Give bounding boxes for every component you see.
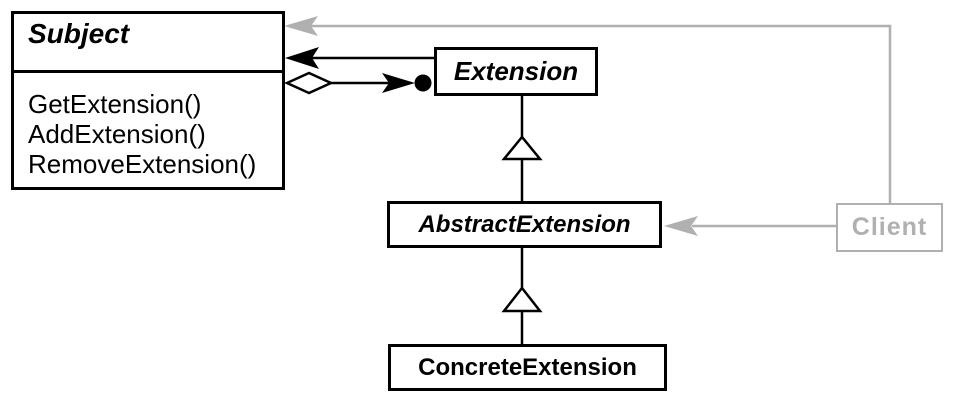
class-concrete-extension: ConcreteExtension <box>388 344 667 391</box>
class-concrete-extension-name: ConcreteExtension <box>418 353 637 381</box>
class-client-name: Client <box>851 213 928 241</box>
class-client: Client <box>836 203 943 252</box>
edge-concrete-extension-generalizes-abstract-extension <box>501 248 543 345</box>
class-subject-name: Subject <box>14 14 282 73</box>
class-subject: Subject GetExtension() AddExtension() Re… <box>11 11 285 190</box>
class-abstract-extension-name: AbstractExtension <box>418 210 631 238</box>
inheritance-triangle-lower <box>501 285 543 313</box>
inheritance-triangle-upper <box>501 135 543 161</box>
method-add-extension: AddExtension() <box>28 119 206 149</box>
aggregation-diamond <box>283 71 335 95</box>
edge-client-to-abstract-extension <box>664 216 838 236</box>
edge-abstract-extension-generalizes-extension <box>501 96 543 202</box>
black-arrowhead-subject <box>285 47 319 69</box>
class-extension: Extension <box>434 47 598 96</box>
edge-client-to-subject <box>284 16 892 203</box>
multiplicity-many-ball <box>414 74 432 92</box>
black-arrowhead-extension <box>382 73 415 93</box>
class-subject-methods: GetExtension() AddExtension() RemoveExte… <box>14 73 282 179</box>
method-remove-extension: RemoveExtension() <box>28 149 257 179</box>
class-extension-name: Extension <box>453 56 579 86</box>
class-abstract-extension: AbstractExtension <box>387 201 662 248</box>
gray-arrowhead-abstract-extension <box>664 216 698 236</box>
edge-subject-aggregates-extensions <box>283 71 432 95</box>
edge-extension-to-subject <box>285 47 436 69</box>
method-get-extension: GetExtension() <box>28 89 202 119</box>
gray-arrowhead-subject <box>284 16 318 36</box>
